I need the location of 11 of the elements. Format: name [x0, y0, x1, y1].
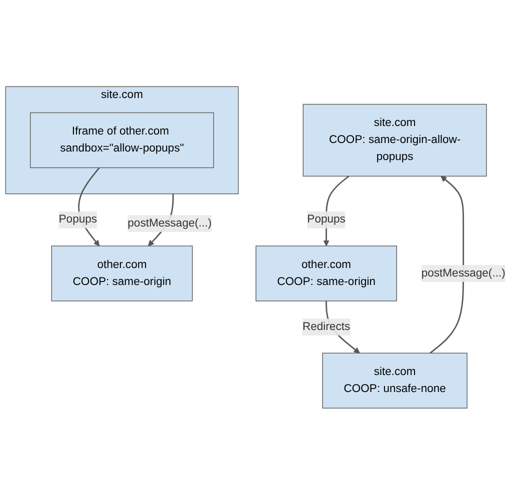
node-box: other.com COOP: same-origin [256, 246, 398, 302]
node-box: Iframe of other.com sandbox="allow-popups" [30, 112, 214, 168]
edge-label: postMessage(...) [421, 267, 506, 280]
arrow [430, 176, 464, 354]
edge-label: Popups [58, 214, 98, 226]
edge-label: Popups [307, 214, 346, 226]
node-box: site.com COOP: unsafe-none [322, 352, 468, 409]
edge-label: postMessage(...) [128, 217, 212, 230]
edge-label: Redirects [302, 320, 350, 333]
node-box: other.com COOP: same-origin [51, 246, 193, 302]
node-box: site.com COOP: same-origin-allow-popups [302, 104, 487, 177]
